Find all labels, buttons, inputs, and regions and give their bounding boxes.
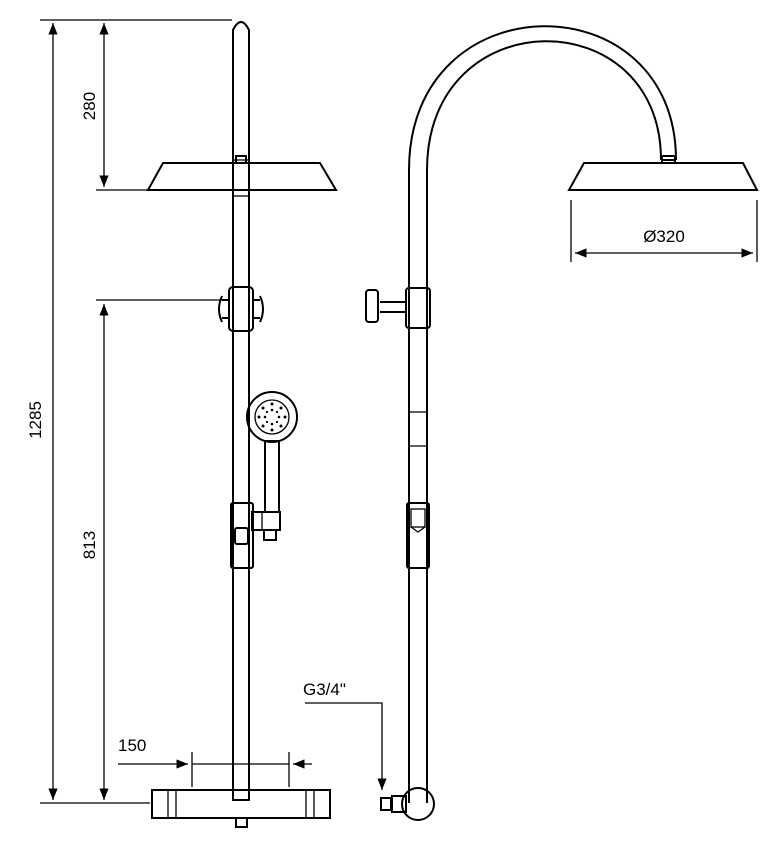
arched-shower-arm-inner [426,40,662,803]
diverter-button [234,527,249,545]
connection-leader [305,702,387,790]
diverter-body-side [406,502,430,569]
arched-shower-arm-outer [408,25,677,803]
dim-thermostat-width: 150 [118,736,146,755]
diverter-body [230,502,254,569]
dim-head-to-top: 280 [80,92,99,120]
dim-total-height: 1285 [26,401,45,439]
dim-connection-thread: G3/4" [303,680,346,699]
side-dimensions [305,200,758,790]
riser-pipe [232,21,250,801]
dim-head-diameter: Ø320 [643,227,685,246]
thermostatic-mixer [151,789,331,819]
wall-bracket [405,287,431,329]
overhead-shower-head-side [567,162,759,191]
front-view [146,21,338,828]
overhead-shower-head [146,162,338,191]
hand-shower-holder [251,511,281,531]
side-view [365,25,759,821]
hand-shower-nozzles [257,402,287,432]
wall-plate [365,289,379,323]
front-dimensions [40,19,312,804]
connection-nut [380,797,392,811]
dim-arm-height: 813 [80,531,99,559]
hand-shower-handle [264,440,280,513]
mounting-clamp [228,286,254,332]
mixer-side-body [401,787,435,821]
